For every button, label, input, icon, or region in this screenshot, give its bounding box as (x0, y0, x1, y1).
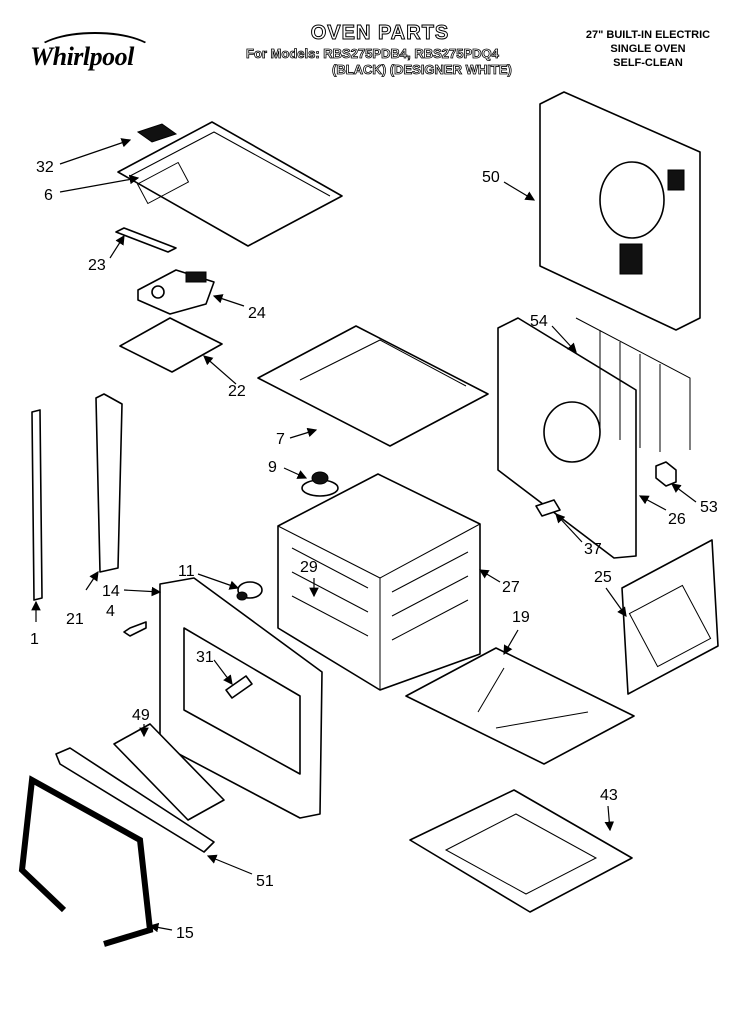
callout-11: 11 (178, 563, 195, 580)
door-gasket-part (18, 775, 154, 947)
cover-plate-part (119, 317, 223, 373)
leader-53 (671, 483, 697, 503)
bracket-part (115, 227, 177, 253)
leader-37 (555, 513, 583, 543)
brand-name: Whirlpool (30, 42, 134, 71)
spec-line-1: 27" BUILT-IN ELECTRIC (585, 29, 711, 41)
leader-7 (289, 427, 318, 439)
callout-4: 4 (106, 603, 115, 620)
callout-22: 22 (228, 383, 246, 400)
leader-24 (212, 294, 245, 307)
leader-22 (203, 355, 237, 385)
side-channel-part (95, 393, 123, 573)
leader-23 (109, 234, 125, 259)
callout-23: 23 (88, 257, 106, 274)
leader-26 (638, 495, 667, 511)
spec-line-2: SINGLE OVEN (610, 43, 686, 55)
callout-32: 32 (36, 159, 54, 176)
door-trim-part (55, 747, 215, 853)
callout-21: 21 (66, 611, 84, 628)
model-list: For Models: RBS275PDB4, RBS275PDQ4 (BLAC… (246, 46, 513, 78)
callout-53: 53 (700, 499, 718, 516)
screw-part (123, 621, 147, 637)
page-title: OVEN PARTS (310, 22, 450, 45)
leader-32 (59, 138, 132, 165)
callout-25: 25 (594, 569, 612, 586)
callout-37: 37 (584, 541, 602, 558)
callout-24: 24 (248, 305, 266, 322)
leader-25 (605, 587, 627, 617)
bottom-panel-part (257, 325, 489, 447)
callout-1: 1 (30, 631, 39, 648)
fitting-part (236, 581, 263, 601)
callout-7: 7 (276, 431, 285, 448)
leader-11 (197, 573, 240, 590)
callout-19: 19 (512, 609, 530, 626)
callout-26: 26 (668, 511, 686, 528)
callout-31: 31 (196, 649, 214, 666)
callout-49: 49 (132, 707, 150, 724)
leader-9 (283, 467, 308, 479)
side-panel-part (621, 539, 719, 695)
vent-part (113, 723, 225, 821)
leader-6 (59, 174, 140, 193)
callout-14: 14 (102, 583, 120, 600)
sensor-part (535, 499, 561, 517)
leader-27 (478, 569, 501, 583)
callout-29: 29 (300, 559, 318, 576)
top-panel-part (117, 121, 343, 247)
leader-51 (206, 854, 253, 875)
callout-54: 54 (530, 313, 548, 330)
callout-9: 9 (268, 459, 277, 476)
callout-50: 50 (482, 169, 500, 186)
knob-part (301, 471, 339, 497)
callout-51: 51 (256, 873, 274, 890)
spec-line-3: SELF-CLEAN (613, 57, 683, 69)
product-spec: 27" BUILT-IN ELECTRIC SINGLE OVEN SELF-C… (570, 28, 726, 70)
callout-43: 43 (600, 787, 618, 804)
light-part (225, 675, 253, 699)
leader-15 (148, 922, 173, 933)
leader-50 (503, 181, 536, 201)
leader-21 (85, 571, 99, 591)
leader-43 (604, 805, 615, 832)
leader-19 (503, 629, 519, 656)
rear-panel-part (539, 91, 701, 331)
callout-15: 15 (176, 925, 194, 942)
model-line-1: For Models: RBS275PDB4, RBS275PDQ4 (246, 46, 500, 62)
logo-swirl-icon (34, 32, 156, 76)
side-trim-part (31, 409, 43, 601)
leader-54 (551, 325, 577, 353)
leader-31 (213, 659, 233, 685)
oven-liner-part (277, 473, 481, 691)
drip-tray-part (409, 789, 633, 913)
callout-27: 27 (502, 579, 520, 596)
leader-14 (123, 586, 162, 597)
brand-logo: Whirlpool (26, 28, 158, 76)
switch-assembly-part (137, 269, 215, 315)
model-line-2: (BLACK) (DESIGNER WHITE) (332, 62, 513, 78)
front-frame-part (159, 577, 323, 819)
clip-part (655, 461, 677, 487)
callout-6: 6 (44, 187, 53, 204)
element-panel-part (497, 317, 691, 559)
oven-bottom-part (405, 647, 635, 765)
